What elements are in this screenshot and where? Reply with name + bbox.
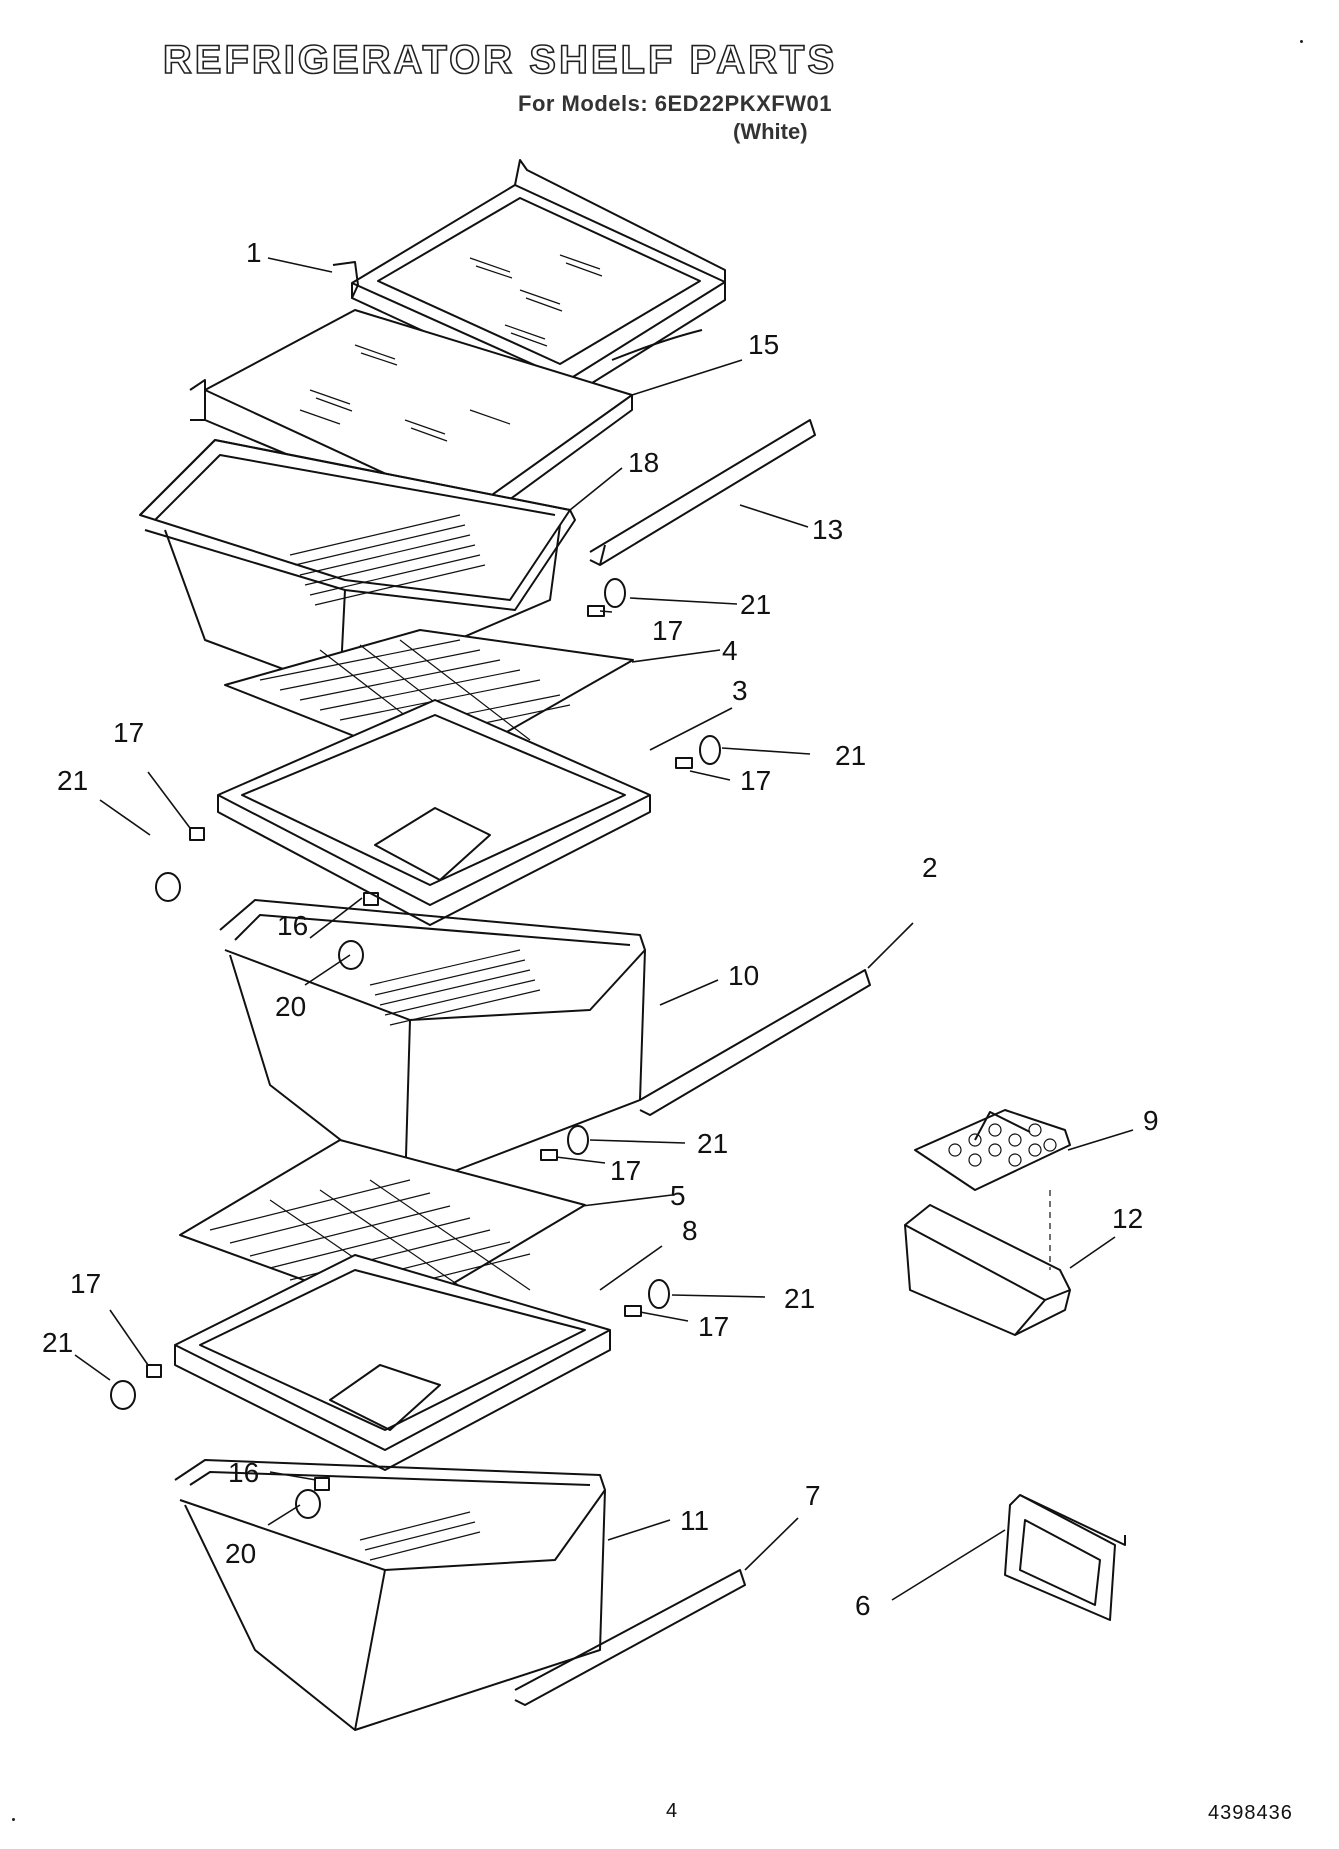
callout-17-b: 17 xyxy=(740,765,771,796)
callout-5: 5 xyxy=(670,1180,686,1211)
scan-speck xyxy=(12,1818,15,1821)
models-line: For Models: 6ED22PKXFW01 xyxy=(518,91,832,116)
callout-21-d: 21 xyxy=(697,1128,728,1159)
callout-4: 4 xyxy=(722,635,738,666)
callout-15: 15 xyxy=(748,329,779,360)
callout-8: 8 xyxy=(682,1215,698,1246)
callout-20-b: 20 xyxy=(225,1538,256,1569)
scan-speck xyxy=(1300,40,1303,43)
callout-21-b: 21 xyxy=(835,740,866,771)
callout-17-e: 17 xyxy=(698,1311,729,1342)
callout-21-c: 21 xyxy=(57,765,88,796)
callout-17-d: 17 xyxy=(610,1155,641,1186)
callout-7: 7 xyxy=(805,1480,821,1511)
rail-2 xyxy=(639,969,871,1116)
callout-labels: 1 15 18 13 21 17 4 3 21 17 17 21 16 20 2… xyxy=(42,237,1159,1621)
callout-11: 11 xyxy=(680,1505,709,1536)
callout-20-a: 20 xyxy=(275,991,306,1022)
callout-21-f: 21 xyxy=(42,1327,73,1358)
callout-10: 10 xyxy=(728,960,759,991)
callout-18: 18 xyxy=(628,447,659,478)
callout-3: 3 xyxy=(732,675,748,706)
callout-17-a: 17 xyxy=(652,615,683,646)
callout-17-f: 17 xyxy=(70,1268,101,1299)
page-title: REFRIGERATOR SHELF PARTS xyxy=(162,37,838,83)
callout-13: 13 xyxy=(812,514,843,545)
leader-lines xyxy=(74,257,1134,1601)
crisper-drawer-11 xyxy=(174,1459,606,1731)
rail-7 xyxy=(514,1569,746,1706)
callout-12: 12 xyxy=(1112,1203,1143,1234)
callout-16-b: 16 xyxy=(228,1457,259,1488)
callout-2: 2 xyxy=(922,852,938,883)
shelf-glass-1 xyxy=(332,159,726,399)
callout-21-a: 21 xyxy=(740,589,771,620)
callout-9: 9 xyxy=(1143,1105,1159,1136)
bin-12 xyxy=(904,1190,1071,1336)
hardware-group xyxy=(110,578,721,1519)
callout-6: 6 xyxy=(855,1590,871,1621)
color-variant: (White) xyxy=(733,119,808,144)
callout-17-c: 17 xyxy=(113,717,144,748)
crisper-frame-3 xyxy=(217,699,651,926)
page-number: 4 xyxy=(666,1800,678,1822)
callout-16-a: 16 xyxy=(277,910,308,941)
rail-13 xyxy=(589,419,816,566)
document-number: 4398436 xyxy=(1208,1802,1293,1824)
bracket-6 xyxy=(1004,1494,1126,1621)
crisper-drawer-18 xyxy=(139,439,576,691)
callout-21-e: 21 xyxy=(784,1283,815,1314)
crisper-frame-8 xyxy=(174,1254,611,1471)
callout-1: 1 xyxy=(246,237,262,268)
egg-tray-9 xyxy=(914,1109,1071,1191)
